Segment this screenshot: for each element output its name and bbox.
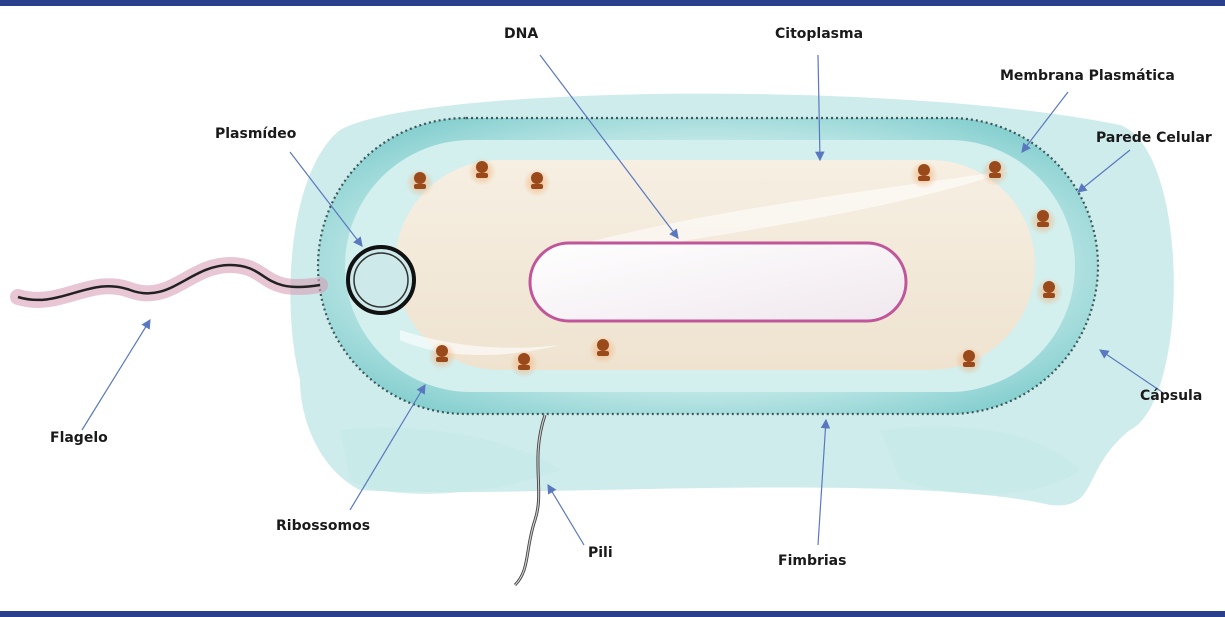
ribosome <box>468 158 496 186</box>
ribosome <box>981 158 1009 186</box>
label-pili: Pili <box>588 545 613 561</box>
dna-nucleoid <box>530 243 906 321</box>
ribosome <box>1035 278 1063 306</box>
ribosome <box>955 347 983 375</box>
ribosome <box>510 350 538 378</box>
label-parede-celular: Parede Celular <box>1096 130 1212 146</box>
label-plasmideo: Plasmídeo <box>215 126 296 142</box>
ribosome <box>523 169 551 197</box>
ribosome <box>589 336 617 364</box>
label-flagelo: Flagelo <box>50 430 108 446</box>
label-membrana-plasmatica: Membrana Plasmática <box>1000 68 1175 84</box>
arrow-flagelo <box>82 320 150 430</box>
label-fimbrias: Fimbrias <box>778 553 846 569</box>
top-border <box>0 0 1225 6</box>
label-ribossomos: Ribossomos <box>276 518 370 534</box>
ribosome <box>406 169 434 197</box>
arrow-pili <box>548 485 584 545</box>
ribosome <box>1029 207 1057 235</box>
ribosome <box>428 342 456 370</box>
ribosome <box>910 161 938 189</box>
plasmid <box>348 247 414 313</box>
label-dna: DNA <box>504 26 538 42</box>
bottom-border <box>0 611 1225 617</box>
label-citoplasma: Citoplasma <box>775 26 863 42</box>
label-capsula: Cápsula <box>1140 388 1202 404</box>
